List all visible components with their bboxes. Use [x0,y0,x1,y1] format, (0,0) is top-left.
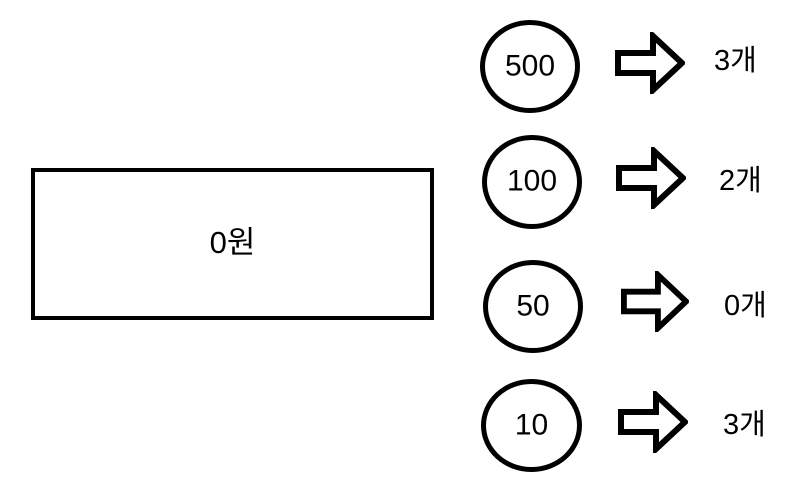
right-block-arrow-icon [615,32,685,94]
coin-value-label: 500 [504,48,556,82]
total-amount-label: 0원 [209,225,256,260]
right-block-arrow-icon [618,391,688,453]
coin-circle[interactable]: 500 [480,20,580,113]
coin-circle[interactable]: 10 [481,379,582,472]
coin-count-label: 0개 [724,290,767,322]
coin-value-label: 100 [506,164,558,198]
coin-value-label: 10 [514,407,549,441]
coin-count-label: 3개 [714,45,757,77]
right-block-arrow-icon [616,147,686,209]
right-block-arrow-icon [621,271,689,332]
coin-circle[interactable]: 50 [483,260,583,353]
coin-circle[interactable]: 100 [482,135,582,229]
coin-count-label: 3개 [723,409,766,441]
total-amount-box: 0원 [31,168,434,320]
coin-value-label: 50 [516,288,550,322]
coin-count-label: 2개 [719,165,762,197]
